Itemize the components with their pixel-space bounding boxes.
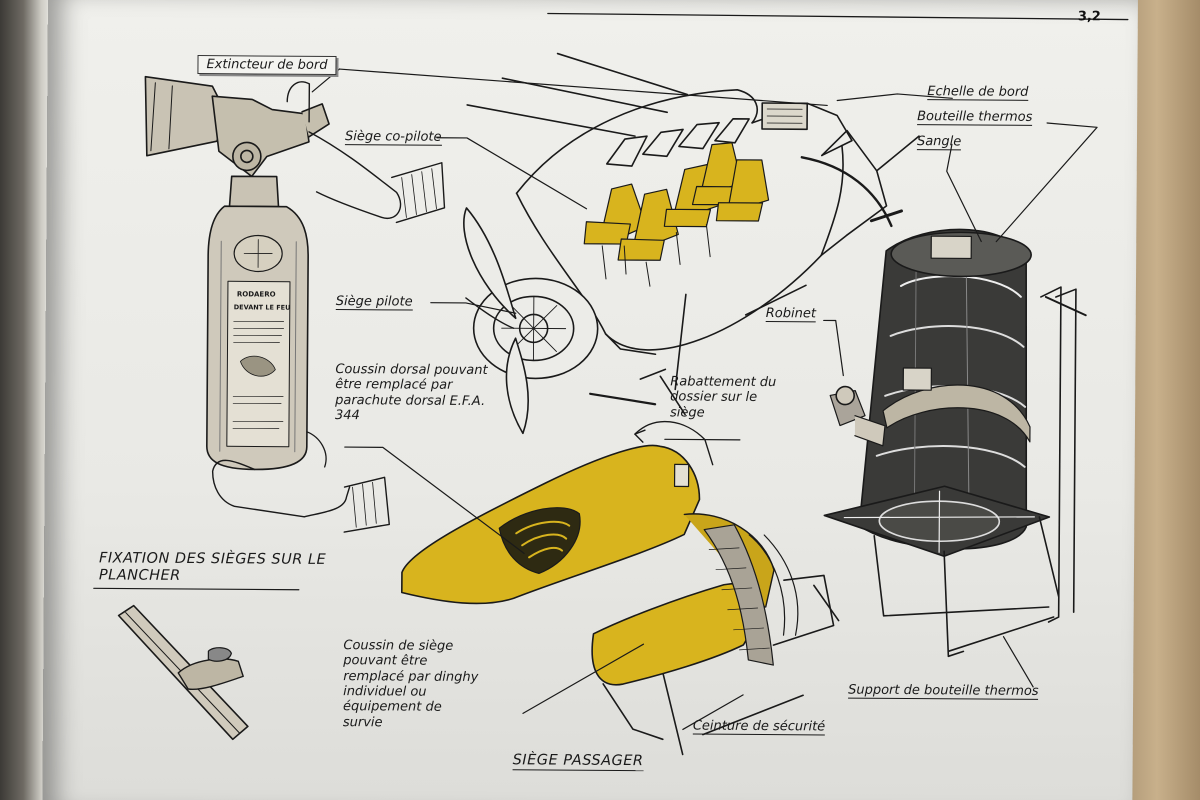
label-echelle: Echelle de bord	[927, 84, 1029, 101]
manual-page: 3,2 Extincteur de bord Siège co-pilote S…	[42, 0, 1138, 800]
label-siege-copilote: Siège co-pilote	[344, 129, 442, 146]
label-siege-passager: SIÈGE PASSAGER	[512, 752, 644, 771]
cockpit-seats-drawing	[583, 142, 770, 287]
technical-illustration	[93, 12, 1129, 756]
label-coussin-siege: Coussin de siège pouvant être remplacé p…	[342, 638, 479, 730]
extinguisher-brand: RODAERO	[236, 290, 276, 299]
label-support: Support de bouteille thermos	[848, 682, 1039, 700]
aircraft-cutaway-drawing	[463, 52, 920, 435]
book-edge-right	[1128, 0, 1200, 800]
label-extincteur: Extincteur de bord	[197, 55, 337, 76]
extinguisher-warning: DEVANT LE FEU	[233, 303, 291, 312]
thermos-bottle-drawing	[823, 228, 1087, 658]
fire-extinguisher-drawing	[144, 75, 446, 533]
label-fixation: FIXATION DES SIÈGES SUR LE PLANCHER	[98, 550, 327, 585]
label-robinet: Robinet	[765, 306, 816, 323]
passenger-seat-drawing	[401, 420, 840, 756]
label-ceinture: Ceinture de sécurité	[692, 718, 826, 736]
label-sangle: Sangle	[916, 134, 962, 151]
label-coussin-dorsal: Coussin dorsal pouvant être remplacé par…	[334, 362, 488, 424]
label-siege-pilote: Siège pilote	[335, 294, 413, 311]
label-rabattement: Rabattement du dossier sur le siège	[670, 374, 777, 421]
leader-lines	[93, 68, 1098, 731]
floor-fixation-drawing	[117, 604, 249, 741]
page-number: 3,2	[1077, 9, 1101, 25]
label-bouteille: Bouteille thermos	[917, 109, 1033, 126]
